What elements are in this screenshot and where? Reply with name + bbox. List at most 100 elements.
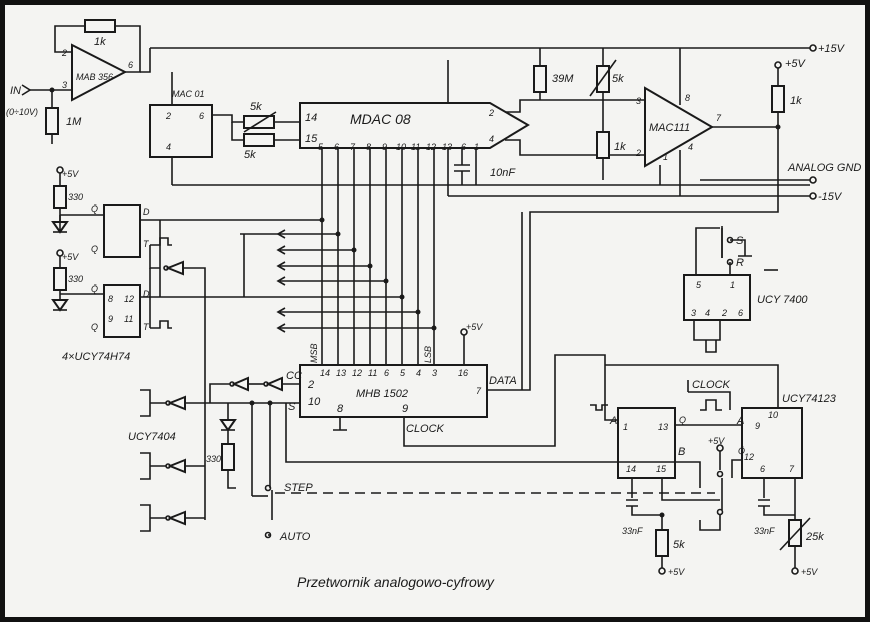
flipflop-top: Q̄ Q D T — [60, 204, 172, 258]
svg-text:6: 6 — [384, 368, 389, 378]
svg-text:11: 11 — [124, 314, 133, 324]
r-5k-pot: 5k 1k — [589, 48, 626, 180]
mdac08-chip: MDAC 08 14 15 2 4 5 6 7 8 9 10 11 12 13 … — [299, 60, 530, 196]
svg-text:3: 3 — [62, 80, 67, 90]
clock-label-b: CLOCK — [692, 379, 731, 391]
mono2-a-label: A — [736, 415, 744, 427]
led-middle: 330 — [206, 403, 237, 489]
svg-text:9: 9 — [402, 403, 408, 415]
ff1-d: D — [143, 207, 150, 217]
svg-text:15: 15 — [656, 464, 667, 474]
rail-plus15-label: +15V — [818, 43, 846, 55]
svg-text:13: 13 — [658, 422, 668, 432]
r-5k-c-label: 5k — [673, 539, 685, 551]
r-1k-div-label: 1k — [614, 141, 626, 153]
r-330-a-label: 330 — [68, 192, 83, 202]
mdac-out-wire — [505, 99, 645, 113]
schematic-diagram: +15V ANALOG GND -15V MAB 356 2 3 6 1k IN… — [6, 19, 861, 590]
c-33nf-a-label: 33nF — [622, 526, 643, 536]
diagram-caption: Przetwornik analogowo-cyfrowy — [297, 574, 495, 590]
svg-text:8: 8 — [108, 294, 113, 304]
svg-text:10: 10 — [308, 396, 321, 408]
svg-text:15: 15 — [305, 133, 318, 145]
r-1k-out: +5V 1k — [487, 58, 807, 391]
s-pin-label: S — [288, 401, 296, 413]
plus5-mono2: +5V — [801, 567, 818, 577]
r-5k-a-label: 5k — [250, 101, 262, 113]
mono-right: A 9 10 12 6 7 Q̄ UCY74123 33nF 25k +5V — [605, 364, 837, 577]
svg-text:6: 6 — [128, 60, 133, 70]
mono1-q-label: Q — [679, 415, 686, 425]
r-5k-b-label: 5k — [244, 149, 256, 161]
svg-text:2: 2 — [307, 379, 314, 391]
c-10nf-label: 10nF — [490, 167, 516, 179]
rail-minus15-label: -15V — [818, 191, 843, 203]
rail-plus15: +15V — [150, 43, 846, 55]
svg-text:2: 2 — [488, 108, 494, 118]
svg-text:13: 13 — [442, 142, 452, 152]
svg-text:6: 6 — [461, 142, 466, 152]
mono1-a-label: A — [609, 415, 617, 427]
mhb1502-chip: MHB 1502 CC S 2 10 14 13 12 11 6 5 4 3 1… — [286, 322, 618, 447]
svg-text:3: 3 — [432, 368, 437, 378]
step-auto-switch[interactable]: STEP AUTO — [252, 482, 715, 543]
cc-buffer — [205, 376, 300, 496]
ff2-t: T — [143, 322, 150, 332]
mono1-b-label: B — [678, 446, 685, 458]
svg-text:2: 2 — [165, 111, 171, 121]
ucy7404-label: UCY7404 — [128, 431, 176, 443]
r-5k-pair: 5k 5k — [243, 101, 300, 161]
switch-r-label: R — [736, 257, 744, 269]
rail-analog-gnd: ANALOG GND — [172, 162, 861, 186]
ff1-t: T — [143, 239, 150, 249]
r-39m: 39M — [533, 48, 574, 100]
svg-text:12: 12 — [124, 294, 134, 304]
svg-text:14: 14 — [626, 464, 636, 474]
svg-text:14: 14 — [305, 112, 317, 124]
mac111-comparator: MAC111 3 2 8 7 4 1 — [635, 48, 778, 196]
svg-text:10: 10 — [396, 142, 406, 152]
plus5-led1: +5V — [62, 169, 79, 179]
ucy7400-chip: UCY 7400 5 1 3 4 2 6 S R — [683, 226, 808, 353]
svg-text:9: 9 — [755, 421, 760, 431]
msb-label: MSB — [309, 343, 319, 363]
svg-text:8: 8 — [685, 93, 690, 103]
ucy7400-label: UCY 7400 — [757, 294, 808, 306]
mono2-qbar-label: Q̄ — [738, 446, 745, 456]
mdac-out4-wire — [505, 139, 645, 156]
ff1-q: Q — [91, 244, 98, 254]
flipflop-bottom: Q̄ Q D T 8 12 9 11 — [60, 284, 172, 338]
mac01-chip: MAC 01 2 6 4 — [149, 72, 244, 185]
svg-text:6: 6 — [738, 308, 743, 318]
inverter-column — [140, 220, 245, 532]
svg-text:9: 9 — [108, 314, 113, 324]
led-top: +5V 330 — [51, 166, 83, 234]
bit-bus — [160, 148, 437, 365]
rail-minus15: -15V — [448, 191, 843, 203]
svg-text:13: 13 — [336, 368, 346, 378]
svg-text:4: 4 — [489, 134, 494, 144]
input-range-label: (0÷10V) — [6, 107, 38, 117]
clock-label-a: CLOCK — [406, 423, 445, 435]
mab356-opamp: MAB 356 2 3 6 1k IN (0÷10V) 1M — [6, 19, 151, 144]
r-1k-out-label: 1k — [790, 95, 802, 107]
svg-text:11: 11 — [411, 142, 420, 152]
plus5-mono1: +5V — [668, 567, 685, 577]
step-switch-right: +5V — [699, 436, 725, 531]
ff2-q: Q — [91, 322, 98, 332]
mac111-label: MAC111 — [649, 122, 690, 134]
svg-text:7: 7 — [716, 113, 722, 123]
svg-text:1: 1 — [623, 422, 628, 432]
svg-text:4: 4 — [166, 142, 171, 152]
svg-text:1: 1 — [663, 152, 668, 162]
svg-text:2: 2 — [721, 308, 727, 318]
mono-left: A 1 13 14 15 B Q 33nF 5k +5V — [590, 404, 742, 577]
r-330-c-label: 330 — [206, 454, 221, 464]
ucy74h74-label: 4×UCY74H74 — [62, 351, 130, 363]
svg-text:14: 14 — [320, 368, 330, 378]
svg-text:4: 4 — [416, 368, 421, 378]
r-39m-label: 39M — [552, 73, 574, 85]
svg-text:8: 8 — [337, 403, 344, 415]
svg-text:12: 12 — [744, 452, 754, 462]
analog-gnd-label: ANALOG GND — [787, 162, 861, 174]
